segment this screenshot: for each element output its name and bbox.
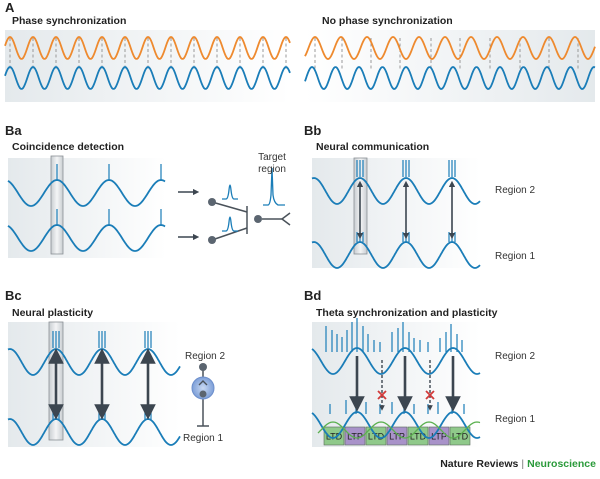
phase-sync-title: Phase synchronization [12, 15, 126, 27]
ltp-label: LTP [431, 432, 447, 442]
ltp-block [344, 426, 366, 446]
panel-label-bc: Bc [5, 288, 22, 303]
target-neuron [254, 215, 262, 223]
theta-sync-title: Theta synchronization and plasticity [316, 307, 498, 319]
coincidence-wave-bottom [7, 224, 166, 252]
panel-a: A Phase synchronization No phase synchro… [4, 0, 596, 102]
no-phase-sync-title: No phase synchronization [322, 15, 453, 27]
communication-arrows [356, 180, 456, 240]
journal-credit: Nature Reviews|Neuroscience [440, 458, 596, 470]
panel-bc-background [8, 322, 180, 447]
region2-wave [311, 177, 481, 205]
panel-bc: Bc Neural plasticity Region 2 Region 1 [5, 288, 225, 447]
no-sync-blue-wave [304, 66, 596, 90]
bc-region1-label: Region 1 [183, 433, 223, 444]
ltd-label: LTD [326, 432, 343, 442]
panel-ba: Ba Coincidence detection Target region [5, 123, 291, 258]
panel-bb: Bb Neural communication Region 2 Region … [304, 123, 535, 269]
target-region-label-line2: region [258, 164, 286, 175]
neural-plasticity-title: Neural plasticity [12, 307, 93, 319]
coincidence-spikes [56, 164, 162, 225]
panel-label-a: A [5, 0, 15, 15]
ltd-block [323, 426, 345, 446]
phase-sync-orange-wave [4, 36, 291, 60]
presynaptic-neuron-bottom [208, 236, 216, 244]
phase-sync-blue-wave [4, 66, 291, 90]
bb-region2-label: Region 2 [495, 185, 535, 196]
bb-region1-label: Region 1 [495, 251, 535, 262]
target-region-label-line1: Target [258, 152, 286, 163]
plasticity-arrows [48, 348, 156, 420]
coincidence-wave-top [7, 179, 166, 207]
blocked-cross-icon [377, 390, 387, 400]
ltp-label: LTP [389, 432, 405, 442]
neuron-circuit [211, 201, 291, 241]
epsp-trace-top [222, 184, 238, 200]
panel-ba-background [8, 158, 166, 258]
credit-separator: | [521, 458, 525, 470]
journal-name: Nature Reviews [440, 458, 519, 470]
journal-subject: Neuroscience [527, 458, 596, 470]
no-sync-orange-wave [304, 36, 596, 60]
neural-communication-title: Neural communication [316, 141, 429, 153]
ltp-label: LTP [347, 432, 363, 442]
ltd-block [449, 426, 471, 446]
ltd-label: LTD [410, 432, 427, 442]
presynaptic-neuron-top [208, 198, 216, 206]
ltd-label: LTD [452, 432, 469, 442]
epsp-trace-bottom [222, 216, 238, 232]
action-potential-trace [263, 167, 285, 206]
bd-region2-label: Region 2 [495, 351, 535, 362]
panel-label-ba: Ba [5, 123, 22, 138]
coincidence-detection-title: Coincidence detection [12, 141, 124, 153]
plasticity-synapse [191, 363, 215, 427]
bd-phase-wave [317, 421, 481, 439]
ltp-block [386, 426, 408, 446]
theta-arrows [349, 356, 461, 412]
bc-region2-label: Region 2 [185, 351, 225, 362]
panel-bd: Bd Theta synchronization and plasticity … [304, 288, 535, 447]
bd-region2-wave [311, 347, 481, 375]
bd-region1-label: Region 1 [495, 414, 535, 425]
panel-label-bd: Bd [304, 288, 321, 303]
blocked-cross-icon [425, 390, 435, 400]
panel-label-bb: Bb [304, 123, 321, 138]
bc-region1-wave [7, 418, 181, 446]
